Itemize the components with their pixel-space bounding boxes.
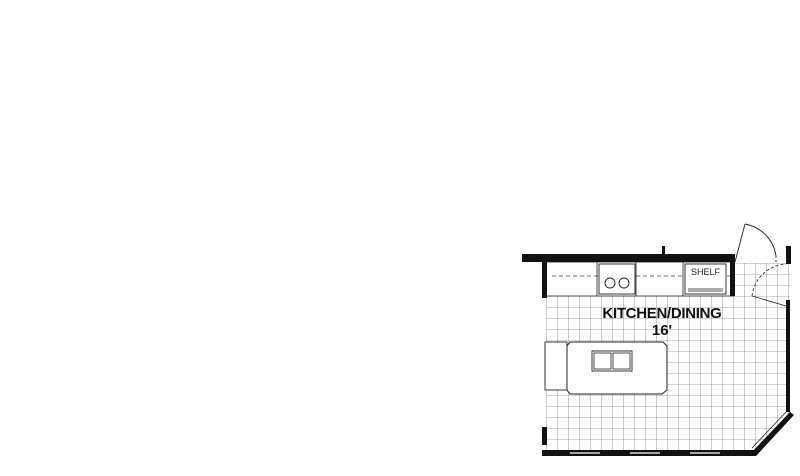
kitchen-island <box>566 341 668 395</box>
side-counter <box>544 341 568 391</box>
range-icon <box>598 263 636 295</box>
double-sink-icon <box>591 350 633 372</box>
shelf: SHELF <box>684 263 727 295</box>
tile-floor <box>546 263 790 452</box>
room-name: KITCHEN/DINING <box>602 305 721 322</box>
room-dimension: 16' <box>652 322 672 339</box>
interior-door-icon <box>751 263 787 307</box>
bay-corner <box>751 411 794 456</box>
shelf-label: SHELF <box>691 267 721 277</box>
door-swing-icon <box>734 223 777 263</box>
cabinet-lines <box>596 262 684 296</box>
